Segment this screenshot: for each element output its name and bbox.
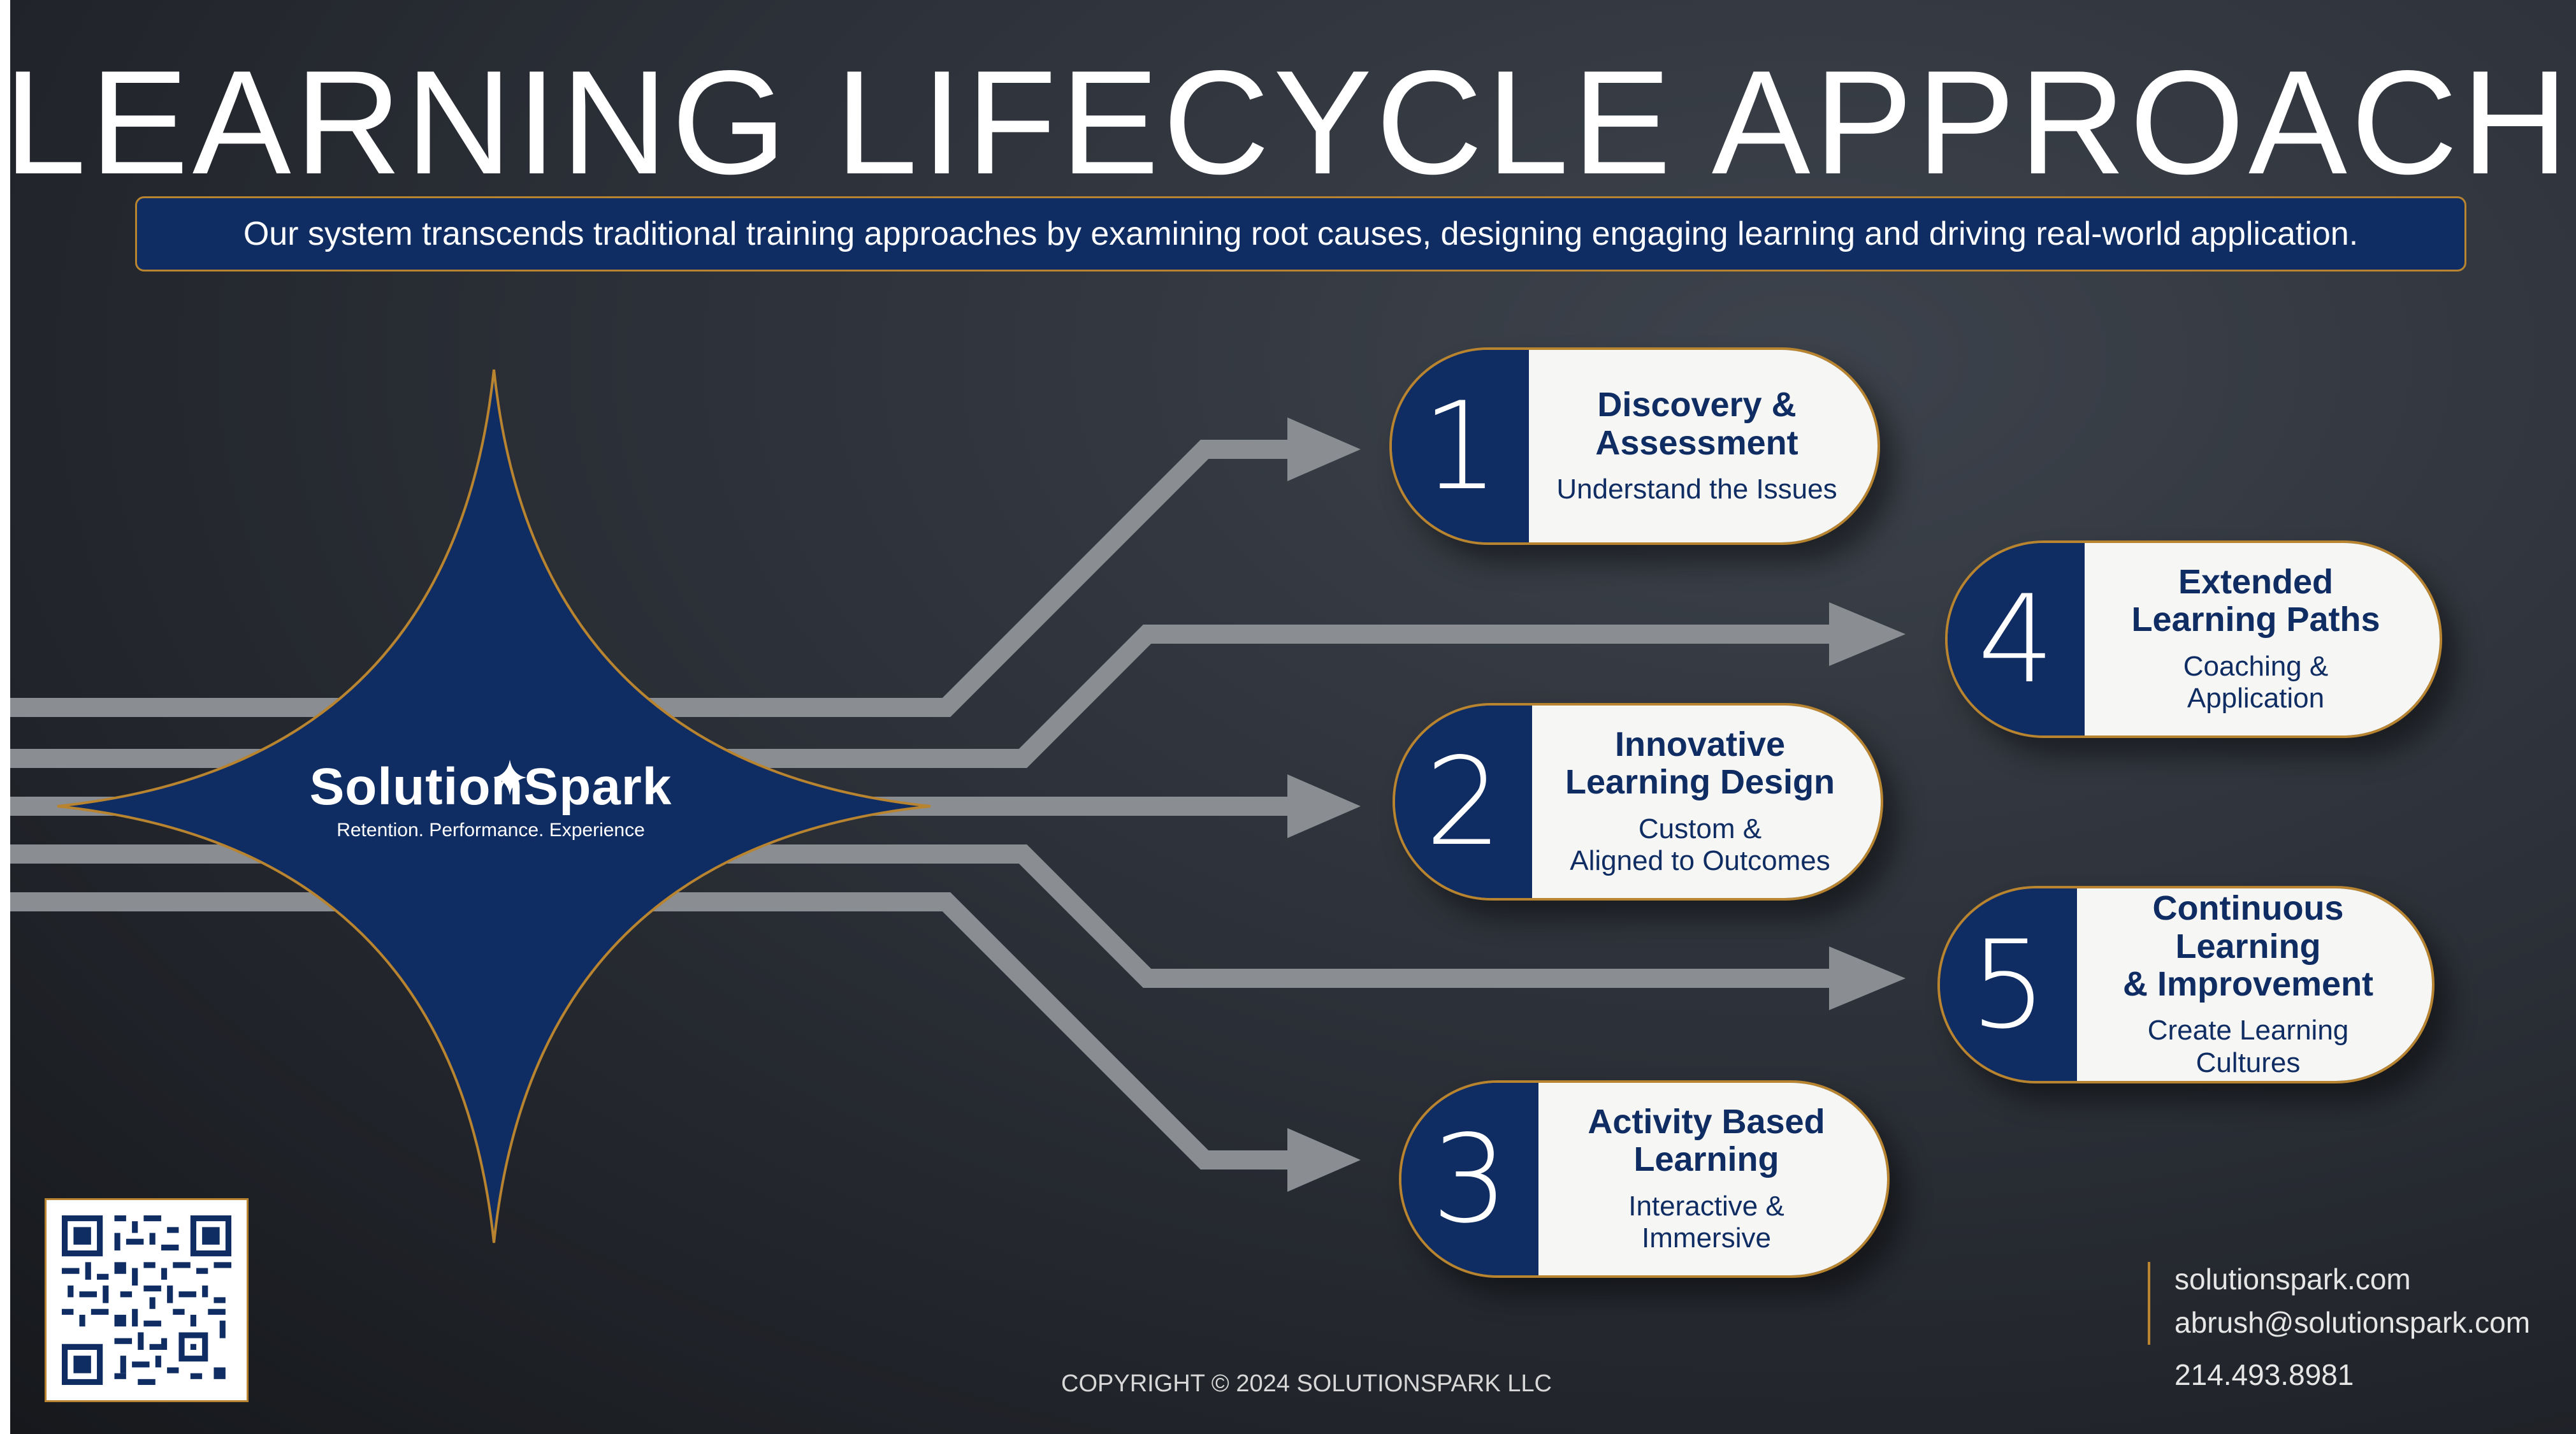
arrowhead-3 [1287, 1128, 1361, 1192]
solutionspark-logo: SolutionSpark Retention. Performance. Ex… [268, 757, 714, 841]
step-sub-1: Understand the Issues [1556, 474, 1837, 506]
sparkle-icon [493, 760, 526, 795]
step-title-1-line1: Discovery & [1597, 386, 1797, 424]
step-title-4: Extended Learning Paths [2131, 563, 2380, 639]
step-body-1: Discovery & Assessment Understand the Is… [1529, 350, 1878, 542]
step-sub-4-line2: Application [2187, 683, 2325, 714]
step-title-4-line1: Extended [2178, 563, 2334, 602]
step-title-3-line2: Learning [1633, 1140, 1779, 1179]
subtitle-text: Our system transcends traditional traini… [243, 215, 2359, 252]
email-link[interactable]: abrush@solutionspark.com [2174, 1306, 2531, 1339]
step-sub-3-line1: Interactive & [1628, 1190, 1784, 1222]
step-sub-2-line2: Aligned to Outcomes [1570, 845, 1830, 877]
step-title-3-line1: Activity Based [1588, 1103, 1825, 1141]
step-sub-4-line1: Coaching & [2183, 650, 2329, 682]
step-sub-2-line1: Custom & [1638, 813, 1762, 844]
step-sub-5: Create Learning Cultures [2148, 1015, 2349, 1079]
logo-name: SolutionSpark [309, 758, 672, 816]
step-body-5: Continuous Learning & Improvement Create… [2077, 888, 2432, 1081]
sparkle-star-shape [57, 369, 931, 1243]
subtitle-banner: Our system transcends traditional traini… [135, 196, 2466, 272]
step-title-4-line2: Learning Paths [2131, 600, 2380, 639]
step-sub-3-line2: Immersive [1642, 1222, 1771, 1254]
step-card-2: 2 Innovative Learning Design Custom & Al… [1393, 703, 1883, 901]
page-title: LEARNING LIFECYCLE APPROACH [4, 40, 2572, 205]
logo-tagline: Retention. Performance. Experience [336, 820, 645, 841]
step-body-3: Activity Based Learning Interactive & Im… [1538, 1083, 1887, 1275]
contact-divider [2148, 1262, 2150, 1345]
step-title-5-line1: Continuous Learning [2152, 889, 2344, 966]
step-title-1-line2: Assessment [1595, 423, 1798, 462]
step-title-5-line2: & Improvement [2122, 965, 2374, 1004]
arrowhead-1 [1287, 417, 1361, 481]
arrowhead-4 [1829, 602, 1906, 666]
step-title-2-line1: Innovative [1614, 725, 1786, 764]
step-sub-5-line2: Cultures [2196, 1047, 2301, 1079]
left-edge-strip [0, 0, 10, 1434]
step-sub-2: Custom & Aligned to Outcomes [1570, 813, 1830, 878]
qr-code-pattern [62, 1215, 231, 1385]
step-title-2: Innovative Learning Design [1565, 725, 1835, 802]
step-body-4: Extended Learning Paths Coaching & Appli… [2085, 543, 2440, 735]
qr-code-icon[interactable] [45, 1198, 249, 1402]
website-link[interactable]: solutionspark.com [2174, 1263, 2411, 1296]
step-title-2-line2: Learning Design [1565, 763, 1835, 802]
step-card-4: 4 Extended Learning Paths Coaching & App… [1945, 540, 2442, 738]
step-card-3: 3 Activity Based Learning Interactive & … [1399, 1080, 1890, 1278]
step-card-5: 5 Continuous Learning & Improvement Crea… [1937, 886, 2435, 1083]
step-title-1: Discovery & Assessment [1595, 386, 1798, 462]
arrowhead-2 [1287, 774, 1361, 838]
step-number-4: 4 [1948, 543, 2085, 735]
arrowhead-5 [1829, 946, 1906, 1010]
copyright-text: COPYRIGHT © 2024 SOLUTIONSPARK LLC [1061, 1370, 1552, 1397]
step-body-2: Innovative Learning Design Custom & Alig… [1532, 706, 1881, 898]
step-title-5: Continuous Learning & Improvement [2090, 890, 2406, 1003]
step-card-1: 1 Discovery & Assessment Understand the … [1389, 347, 1880, 545]
step-sub-3: Interactive & Immersive [1628, 1191, 1784, 1255]
phone-number[interactable]: 214.493.8981 [2174, 1358, 2354, 1391]
step-sub-4: Coaching & Application [2183, 651, 2328, 715]
step-title-3: Activity Based Learning [1588, 1103, 1825, 1179]
step-sub-5-line1: Create Learning [2147, 1015, 2349, 1047]
step-sub-1-line1: Understand the Issues [1556, 474, 1837, 505]
